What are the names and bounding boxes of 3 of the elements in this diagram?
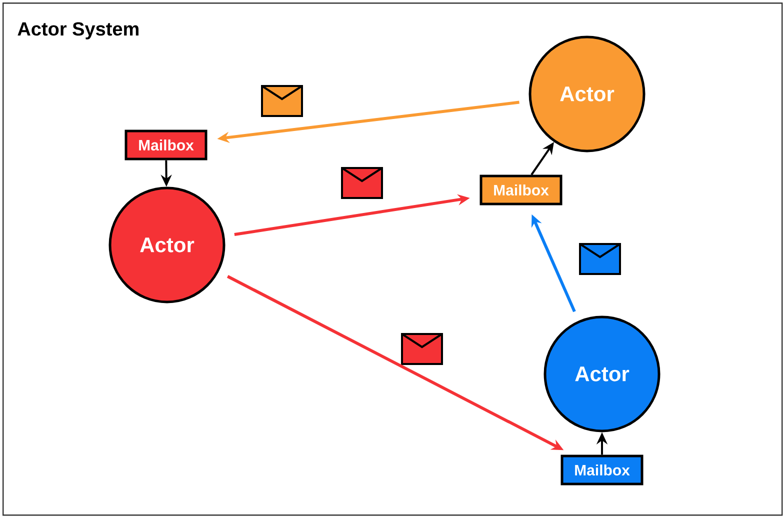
mailbox-box: Mailbox: [560, 454, 644, 486]
mailbox-box: Mailbox: [124, 130, 208, 160]
mailbox-box: Mailbox: [480, 174, 562, 206]
